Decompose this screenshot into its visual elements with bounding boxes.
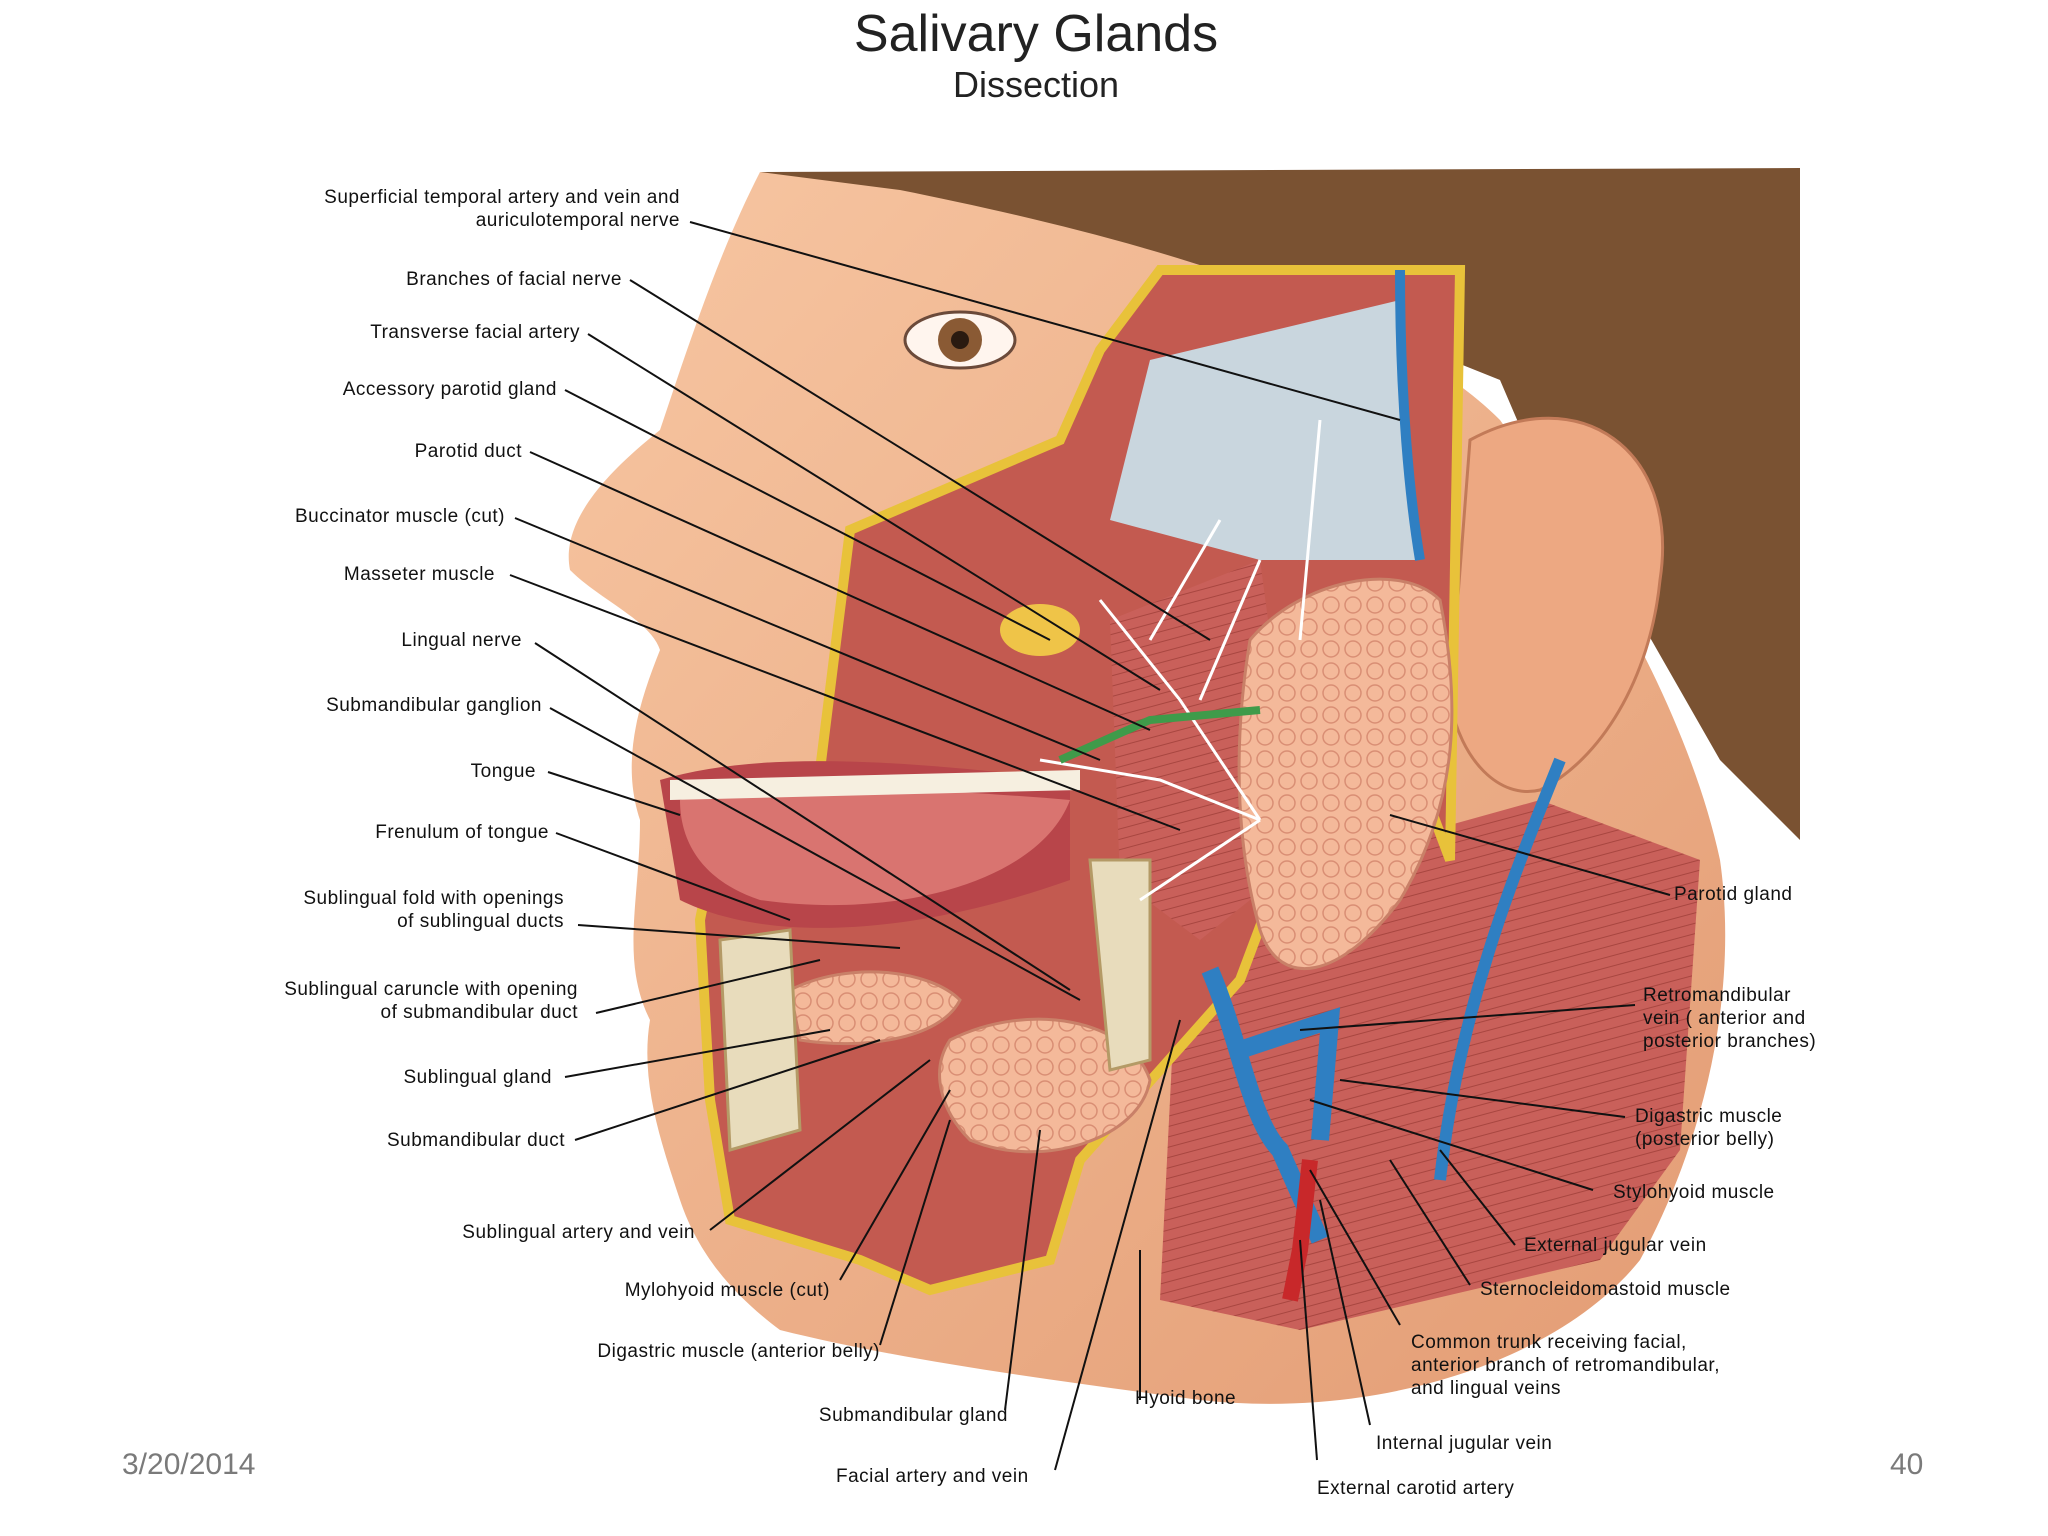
label-hyoid-bone: Hyoid bone <box>1135 1388 1237 1409</box>
label-digastric-anterior: Digastric muscle (anterior belly) <box>597 1341 880 1362</box>
label-submandibular-duct: Submandibular duct <box>387 1130 565 1151</box>
leader-line <box>689 221 1401 421</box>
label-sublingual-fold: Sublingual fold with openings of subling… <box>303 888 564 932</box>
leader-line <box>534 642 1071 991</box>
leader-line <box>1004 1129 1041 1411</box>
hair <box>760 168 1800 840</box>
label-mylohyoid: Mylohyoid muscle (cut) <box>624 1280 830 1301</box>
label-submandibular-gland: Submandibular gland <box>818 1405 1008 1426</box>
label-external-jugular: External jugular vein <box>1524 1235 1707 1256</box>
leader-line <box>1389 814 1671 896</box>
leader-line <box>577 924 901 949</box>
label-stylohyoid: Stylohyoid muscle <box>1613 1182 1775 1203</box>
label-accessory-parotid: Accessory parotid gland <box>342 379 557 400</box>
slide-subtitle: Dissection <box>952 64 1120 105</box>
leader-line <box>1054 1019 1181 1471</box>
leader-line <box>549 707 1081 1001</box>
label-external-carotid: External carotid artery <box>1317 1478 1515 1499</box>
leader-line <box>587 333 1161 691</box>
tongue <box>680 788 1070 906</box>
retromandibular-vein <box>1395 269 1425 561</box>
leader-line <box>1309 1099 1594 1191</box>
label-transverse-facial-artery: Transverse facial artery <box>370 322 580 343</box>
footer-date: 3/20/2014 <box>122 1448 256 1481</box>
label-branches-facial-nerve: Branches of facial nerve <box>406 269 622 290</box>
label-frenulum: Frenulum of tongue <box>375 822 549 843</box>
parotid-duct <box>1058 706 1261 764</box>
leader-line <box>1339 1079 1626 1118</box>
leader-line <box>709 1059 931 1231</box>
leader-line <box>1299 1239 1318 1461</box>
mandible-section-front <box>718 928 802 1152</box>
label-parotid-gland: Parotid gland <box>1674 884 1793 905</box>
leader-line <box>595 959 821 1014</box>
label-parotid-duct: Parotid duct <box>414 441 522 462</box>
leader-line <box>1319 1199 1371 1426</box>
label-sternocleidomastoid: Sternocleidomastoid muscle <box>1480 1279 1731 1300</box>
teeth <box>670 770 1080 800</box>
label-facial-artery-vein: Facial artery and vein <box>836 1466 1029 1487</box>
leader-line <box>629 279 1211 641</box>
label-lingual-nerve: Lingual nerve <box>401 630 522 651</box>
submandibular-gland <box>938 1017 1152 1154</box>
leader-line <box>1439 1149 1516 1246</box>
common-facial-vein <box>1201 966 1341 1244</box>
leader-line <box>1299 1004 1636 1031</box>
label-sublingual-gland: Sublingual gland <box>403 1067 552 1088</box>
label-internal-jugular: Internal jugular vein <box>1376 1433 1553 1454</box>
sublingual-gland <box>788 970 962 1046</box>
label-submandibular-ganglion: Submandibular ganglion <box>326 695 542 716</box>
label-digastric-posterior: Digastric muscle (posterior belly) <box>1635 1106 1783 1150</box>
facial-nerve-branches <box>1039 419 1322 902</box>
label-buccinator: Buccinator muscle (cut) <box>294 506 505 527</box>
label-masseter: Masseter muscle <box>343 564 495 585</box>
label-common-trunk: Common trunk receiving facial, anterior … <box>1411 1332 1720 1399</box>
leader-line <box>879 1119 951 1346</box>
leader-line <box>564 1029 831 1078</box>
leader-line <box>564 389 1051 641</box>
label-sublingual-artery-vein: Sublingual artery and vein <box>462 1222 695 1243</box>
ear <box>1448 416 1665 793</box>
label-retromandibular-vein: Retromandibular vein ( anterior and post… <box>1643 985 1817 1052</box>
temporal-fascia <box>1110 300 1420 560</box>
parotid-gland <box>1237 577 1454 970</box>
leader-line <box>1309 1169 1401 1326</box>
mandible-section-back <box>1088 858 1152 1072</box>
leader-line <box>1389 1159 1471 1286</box>
leader-line <box>555 832 791 921</box>
leader-line <box>839 1089 951 1281</box>
leader-line <box>574 1039 881 1141</box>
label-sublingual-caruncle: Sublingual caruncle with opening of subm… <box>284 979 578 1023</box>
label-superficial-temporal: Superficial temporal artery and vein and… <box>324 187 680 231</box>
leader-line <box>547 771 681 816</box>
footer-page-number: 40 <box>1890 1448 1924 1481</box>
external-jugular-vein <box>1434 757 1566 1181</box>
leader-line <box>514 517 1101 761</box>
label-tongue: Tongue <box>470 761 536 782</box>
leader-line <box>529 451 1151 731</box>
accessory-parotid-gland <box>1000 604 1080 656</box>
leader-line <box>509 574 1181 831</box>
slide-title: Salivary Glands <box>853 5 1219 63</box>
